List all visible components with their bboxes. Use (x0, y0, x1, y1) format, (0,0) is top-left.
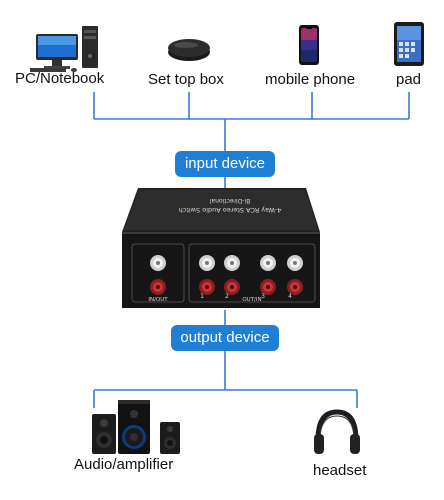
rca-white-jacks (150, 255, 303, 271)
set-top-box-icon (168, 39, 210, 61)
port-number-2: 2 (225, 293, 229, 300)
tablet-icon (394, 22, 424, 66)
port-number-4: 4 (288, 293, 292, 300)
input-device-badge: input device (175, 151, 275, 177)
pc-monitor-tower-icon (30, 26, 98, 72)
port-number-1: 1 (200, 293, 204, 300)
port-label-out-in: OUT/IN (242, 297, 261, 303)
speaker-system-icon (92, 400, 180, 454)
input-connector-lines (93, 92, 410, 188)
mobile-phone-icon (299, 25, 319, 65)
output-device-label-audio-amplifier: Audio/amplifier (74, 456, 174, 473)
headphones-icon (314, 409, 360, 454)
output-device-badge: output device (171, 325, 279, 351)
input-device-label-mobile-phone: mobile phone (265, 71, 356, 88)
input-device-label-pad: pad (396, 71, 422, 88)
output-device-label-headset: headset (313, 462, 367, 479)
box-top-text-2: 4-Way RCA Stereo Audio Switch (179, 206, 282, 214)
rca-red-jacks (150, 279, 303, 295)
port-number-3: 3 (261, 293, 265, 300)
input-device-label-set-top-box: Set top box (148, 71, 224, 88)
input-device-label-pc: PC/Notebook (15, 70, 105, 87)
port-label-in-out: IN/OUT (148, 297, 168, 303)
box-top-text-1: Bi-Directional (209, 197, 250, 204)
output-connector-lines (93, 310, 358, 408)
